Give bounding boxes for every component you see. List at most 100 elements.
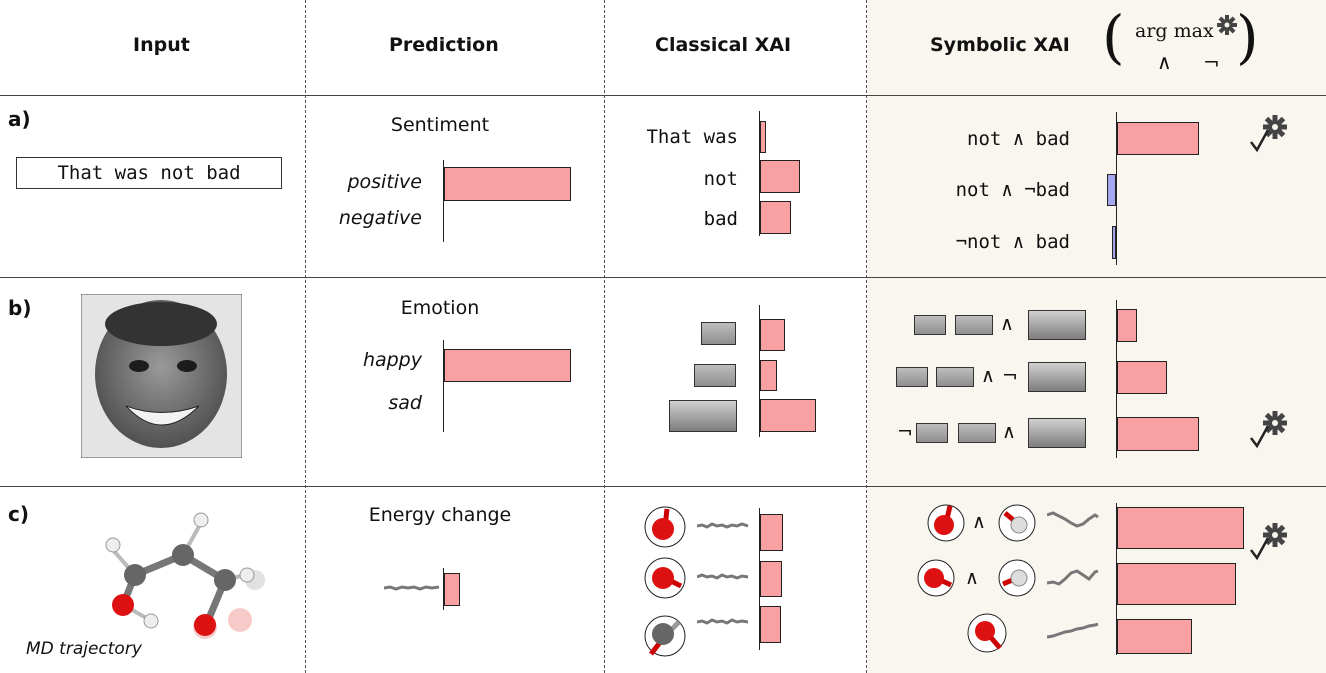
trajectory-signal xyxy=(1047,569,1099,586)
symbolic-axis xyxy=(1116,112,1117,265)
input-sentence: That was not bad xyxy=(16,157,282,189)
not-operator: ¬ xyxy=(897,421,913,443)
negative-relevance-bar xyxy=(1112,226,1116,259)
trajectory-signal xyxy=(697,618,749,625)
negative-relevance-bar xyxy=(1107,174,1116,206)
mouth-patch xyxy=(1028,310,1086,340)
atom-oxygen-icon xyxy=(644,506,686,548)
symbolic-term: not ∧ bad xyxy=(967,128,1070,150)
symbolic-term: not ∧ ¬bad xyxy=(955,179,1070,201)
symbolic-axis xyxy=(1116,503,1117,655)
relevance-bar xyxy=(760,160,800,193)
eye-patch xyxy=(936,367,974,387)
row-divider xyxy=(0,95,1326,96)
positive-bar xyxy=(444,167,571,201)
row-label-b: b) xyxy=(8,296,32,320)
classical-axis xyxy=(759,508,760,650)
relevance-bar xyxy=(760,606,781,643)
relevance-bar xyxy=(760,399,816,432)
and-operator: ∧ xyxy=(965,567,979,589)
and-operator: ∧ xyxy=(972,511,986,533)
mouth-patch xyxy=(669,400,737,432)
gear-check-icon xyxy=(1250,411,1287,449)
class-positive: positive xyxy=(347,171,422,193)
prediction-title-sentiment: Sentiment xyxy=(390,114,490,136)
column-divider xyxy=(604,0,605,673)
not-operator: ¬ xyxy=(1203,50,1220,74)
symbolic-axis xyxy=(1116,300,1117,458)
relevance-bar xyxy=(760,121,766,153)
row-label-c: c) xyxy=(8,502,29,526)
class-negative: negative xyxy=(338,207,422,229)
argmax-label: arg max xyxy=(1135,20,1214,42)
classical-axis xyxy=(759,111,760,236)
classical-term: bad xyxy=(703,208,738,230)
class-happy: happy xyxy=(362,349,422,371)
trajectory-signal xyxy=(384,585,440,591)
relevance-bar xyxy=(760,201,791,234)
molecule-image xyxy=(105,512,265,639)
trajectory-signal xyxy=(1047,511,1099,528)
and-operator: ∧ xyxy=(1000,313,1014,335)
mouth-patch xyxy=(1028,362,1086,392)
eye-patch xyxy=(914,315,946,335)
atom-oxygen-icon xyxy=(644,557,686,599)
atom-oxygen-icon xyxy=(927,504,965,542)
relevance-bar xyxy=(760,319,785,351)
eye-patch xyxy=(958,423,996,443)
classical-axis xyxy=(759,305,760,437)
and-operator: ∧ xyxy=(981,365,995,387)
prediction-title-emotion: Emotion xyxy=(400,297,480,319)
atom-hydrogen-icon xyxy=(998,504,1036,542)
prediction-axis xyxy=(443,160,444,242)
relevance-bar xyxy=(1117,619,1192,654)
header-input: Input xyxy=(133,34,190,56)
relevance-bar xyxy=(1117,309,1137,342)
eye-patch xyxy=(955,315,993,335)
relevance-bar xyxy=(760,360,777,391)
face-photo xyxy=(81,294,242,458)
not-operator: ¬ xyxy=(1002,365,1018,387)
row-label-a: a) xyxy=(8,107,31,131)
symbolic-term: ¬not ∧ bad xyxy=(955,231,1070,253)
relevance-bar xyxy=(760,514,783,551)
left-paren: ( xyxy=(1102,3,1125,71)
energy-bar xyxy=(444,573,460,606)
right-paren: ) xyxy=(1236,3,1259,71)
gear-check-icon xyxy=(1250,115,1287,153)
atom-hydrogen-icon xyxy=(998,559,1036,597)
classical-term: not xyxy=(703,168,738,190)
gear-icon xyxy=(1217,15,1237,35)
relevance-bar xyxy=(760,561,782,597)
eye-patch xyxy=(896,367,928,387)
gear-check-icon xyxy=(1250,523,1287,561)
header-classical-xai: Classical XAI xyxy=(655,34,792,56)
row-divider xyxy=(0,486,1326,487)
relevance-bar xyxy=(1117,361,1167,394)
relevance-bar xyxy=(1117,417,1199,451)
input-caption: MD trajectory xyxy=(26,639,142,659)
trajectory-signal xyxy=(697,522,749,529)
happy-bar xyxy=(444,349,571,382)
row-divider xyxy=(0,277,1326,278)
and-operator: ∧ xyxy=(1002,421,1016,443)
eye-patch xyxy=(916,423,948,443)
atom-oxygen-icon xyxy=(967,613,1007,653)
classical-term: That was xyxy=(646,126,738,148)
header-prediction: Prediction xyxy=(389,34,499,56)
atom-oxygen-icon xyxy=(917,559,955,597)
eye-patch xyxy=(701,322,736,345)
mouth-patch xyxy=(1028,418,1086,448)
relevance-bar xyxy=(1117,563,1236,605)
trajectory-signal xyxy=(1047,622,1099,639)
relevance-bar xyxy=(1117,507,1244,549)
column-divider xyxy=(866,0,867,673)
symbolic-panel-background xyxy=(867,0,1326,673)
atom-carbon-icon xyxy=(644,615,686,657)
header-symbolic-xai: Symbolic XAI xyxy=(930,34,1070,56)
eye-patch xyxy=(694,364,736,387)
prediction-axis xyxy=(443,340,444,432)
and-operator: ∧ xyxy=(1157,50,1172,74)
column-divider xyxy=(305,0,306,673)
relevance-bar xyxy=(1117,122,1199,155)
